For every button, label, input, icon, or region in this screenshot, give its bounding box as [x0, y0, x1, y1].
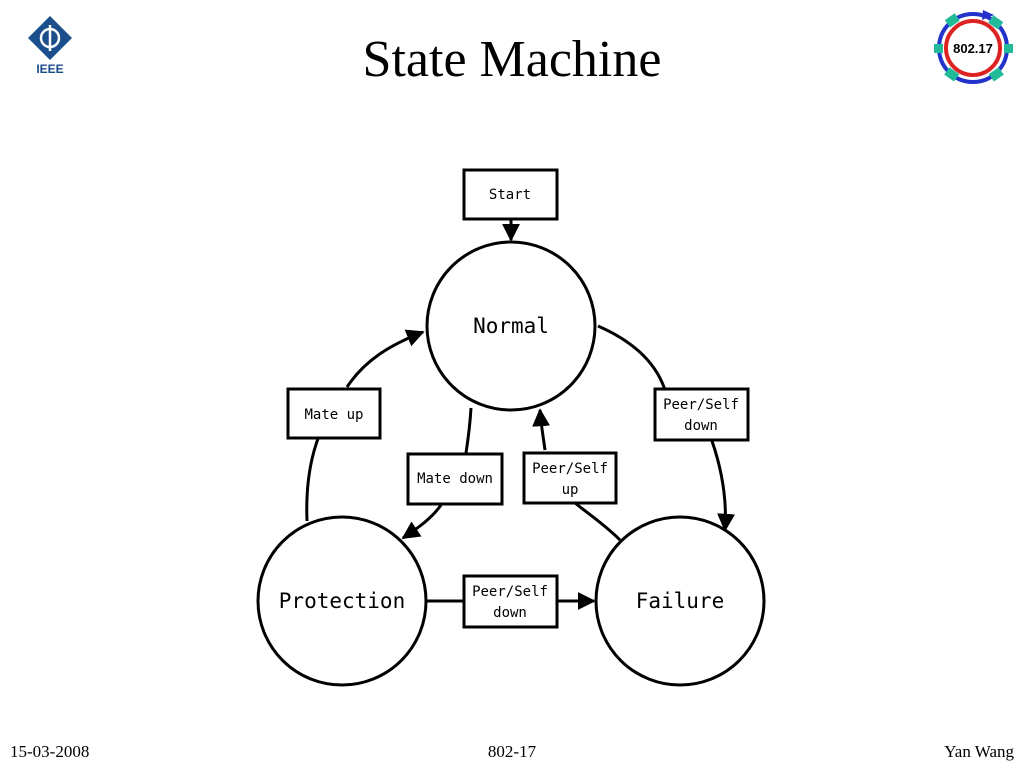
edge-normal-to-protection — [464, 407, 473, 454]
footer-date: 15-03-2008 — [10, 742, 90, 761]
state-protection: Protection — [256, 515, 428, 687]
transition-peer-self-down-right-line2: down — [684, 418, 718, 434]
transition-mate-up-label: Mate up — [304, 407, 363, 423]
slide-title: State Machine — [362, 31, 662, 88]
edge-normal-to-protection-arrow — [401, 504, 443, 540]
transition-peer-self-down-right: Peer/Self down — [653, 387, 750, 442]
svg-text:802.17: 802.17 — [953, 41, 993, 56]
transition-peer-self-down-bottom-line1: Peer/Self — [472, 584, 548, 600]
start-label: Start — [489, 187, 531, 203]
edge-protection-to-normal-arrow — [345, 329, 425, 388]
802-17-logo: 802.17 — [934, 10, 1013, 84]
state-failure: Failure — [594, 515, 766, 687]
transition-peer-self-up-line2: up — [562, 482, 579, 498]
state-normal-label: Normal — [473, 314, 549, 338]
svg-text:IEEE: IEEE — [36, 62, 63, 76]
transition-peer-self-down-right-line1: Peer/Self — [663, 397, 739, 413]
state-normal: Normal — [425, 240, 597, 412]
transition-peer-self-down-bottom-line2: down — [493, 605, 527, 621]
ieee-logo: IEEE — [28, 16, 72, 76]
state-protection-label: Protection — [279, 589, 405, 613]
transition-mate-down: Mate down — [406, 452, 504, 506]
footer-center: 802-17 — [487, 742, 537, 761]
transition-peer-self-up: Peer/Self up — [522, 451, 618, 505]
transition-mate-down-label: Mate down — [417, 471, 493, 487]
edge-failure-to-normal — [574, 501, 622, 542]
edge-failure-to-normal-arrow — [532, 408, 551, 451]
state-failure-label: Failure — [636, 589, 725, 613]
edge-normal-to-failure-arrow — [710, 440, 736, 532]
start-box: Start — [462, 168, 559, 221]
transition-mate-up: Mate up — [286, 387, 382, 440]
transition-peer-self-down-bottom: Peer/Self down — [462, 574, 559, 629]
transition-peer-self-up-line1: Peer/Self — [532, 461, 608, 477]
edge-normal-to-failure — [597, 324, 667, 391]
footer-author: Yan Wang — [944, 742, 1014, 761]
